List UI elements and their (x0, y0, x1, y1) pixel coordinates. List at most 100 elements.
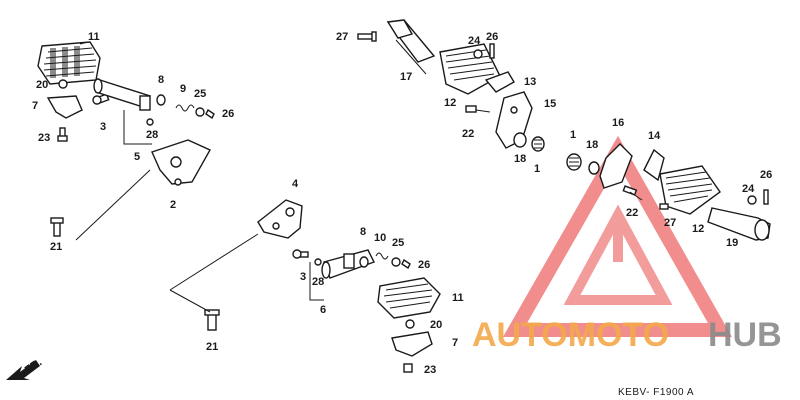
callout-20: 20 (36, 79, 48, 91)
bushing-18a (513, 132, 527, 148)
callout-24b: 24 (742, 183, 755, 195)
callout-23: 23 (38, 132, 50, 144)
bracket-4 (257, 199, 303, 239)
bolt-21a (50, 217, 64, 237)
washer-20b (405, 319, 415, 329)
callout-11b: 11 (452, 292, 464, 304)
bracket-16 (599, 143, 633, 189)
callout-21b: 21 (206, 341, 218, 353)
plate-13 (484, 71, 515, 93)
callout-21: 21 (50, 241, 62, 253)
callout-7: 7 (32, 100, 38, 112)
callout-5: 5 (134, 151, 140, 163)
callout-22b: 22 (626, 207, 638, 219)
bolt-23b (403, 363, 413, 373)
pin-26b (489, 43, 495, 59)
callout-2: 2 (170, 199, 176, 211)
bolt-22a (465, 105, 491, 113)
callout-26c: 26 (760, 169, 772, 181)
plate-7b (391, 331, 433, 357)
footpeg-rubber-11 (37, 41, 101, 85)
watermark-text: AUTOMOTO HUB (472, 316, 782, 354)
watermark-logo (502, 135, 733, 337)
watermark-triangle-outer (502, 135, 733, 337)
callout-12: 12 (444, 97, 456, 109)
rubber-12a (439, 43, 501, 95)
callout-13: 13 (524, 76, 536, 88)
nut-25 (195, 107, 205, 117)
callout-6: 6 (320, 304, 326, 316)
bolt-23 (57, 127, 68, 142)
callout-27b: 27 (664, 217, 676, 229)
callout-8b: 8 (360, 226, 366, 238)
bar-19 (707, 207, 771, 241)
rubber-12b (659, 165, 721, 215)
callout-1b: 1 (570, 129, 576, 141)
rubber-11b (377, 277, 441, 319)
pin-3b (292, 249, 309, 259)
callout-11: 11 (88, 31, 100, 43)
callout-15: 15 (544, 98, 556, 110)
callout-27: 27 (336, 31, 348, 43)
callout-26d: 26 (418, 259, 430, 271)
callout-19: 19 (726, 237, 738, 249)
callout-20b: 20 (430, 319, 442, 331)
bearing-1b (566, 153, 582, 171)
callout-10: 10 (374, 232, 386, 244)
passenger-footpeg-assembly (357, 19, 771, 241)
ball-28b (314, 258, 322, 266)
callout-28: 28 (146, 129, 158, 141)
spring-10 (375, 252, 389, 260)
footpeg-bar (93, 78, 151, 111)
pin-26c (763, 189, 769, 205)
callout-9: 9 (180, 83, 186, 95)
callout-labels: 11 20 7 23 3 8 9 25 26 28 5 2 21 27 17 2… (32, 31, 772, 376)
callout-25: 25 (194, 88, 206, 100)
callout-26: 26 (222, 108, 234, 120)
bolt-27a (357, 31, 377, 42)
callout-24: 24 (468, 35, 481, 47)
bar-17 (386, 19, 436, 75)
callout-18: 18 (514, 153, 526, 165)
callout-26b: 26 (486, 31, 498, 43)
left-rider-footpeg-assembly (37, 41, 215, 241)
watermark-triangle-inner (563, 204, 673, 305)
callout-16: 16 (612, 117, 624, 129)
callout-8: 8 (158, 74, 164, 86)
bolt-27b (659, 203, 669, 210)
arrow-icon (6, 360, 40, 380)
bolt-22b (622, 185, 643, 201)
callout-18b: 18 (586, 139, 598, 151)
nut-24a (473, 49, 483, 59)
callout-1: 1 (534, 163, 540, 175)
bearing-1a (531, 136, 545, 152)
washer-8 (156, 94, 166, 106)
washer-8b (359, 256, 369, 268)
front-direction-arrow: FR. (6, 356, 44, 380)
callout-28b: 28 (312, 276, 324, 288)
lower-footpeg-assembly (169, 199, 441, 373)
plate-14 (643, 148, 665, 182)
pin-3 (92, 93, 110, 105)
bushing-18b (588, 161, 600, 175)
callout-7b: 7 (452, 337, 458, 349)
washer-20 (58, 79, 68, 89)
nut-24b (747, 195, 757, 205)
pin-26d (401, 258, 411, 270)
callout-14: 14 (648, 130, 661, 142)
callout-12b: 12 (692, 223, 704, 235)
drawing-code: KEBV- F1900 A (618, 387, 694, 398)
callout-25b: 25 (392, 237, 404, 249)
callout-3b: 3 (300, 271, 306, 283)
callout-4: 4 (292, 178, 299, 190)
plate-7 (46, 95, 83, 119)
callout-17: 17 (400, 71, 412, 83)
watermark-brand-part2: HUB (708, 316, 782, 354)
spring-9 (175, 104, 195, 112)
callout-23b: 23 (424, 364, 436, 376)
callout-22: 22 (462, 128, 474, 140)
nut-25b (391, 257, 401, 267)
watermark-brand-part1: AUTOMOTO (472, 316, 669, 354)
ball-28 (146, 118, 154, 126)
